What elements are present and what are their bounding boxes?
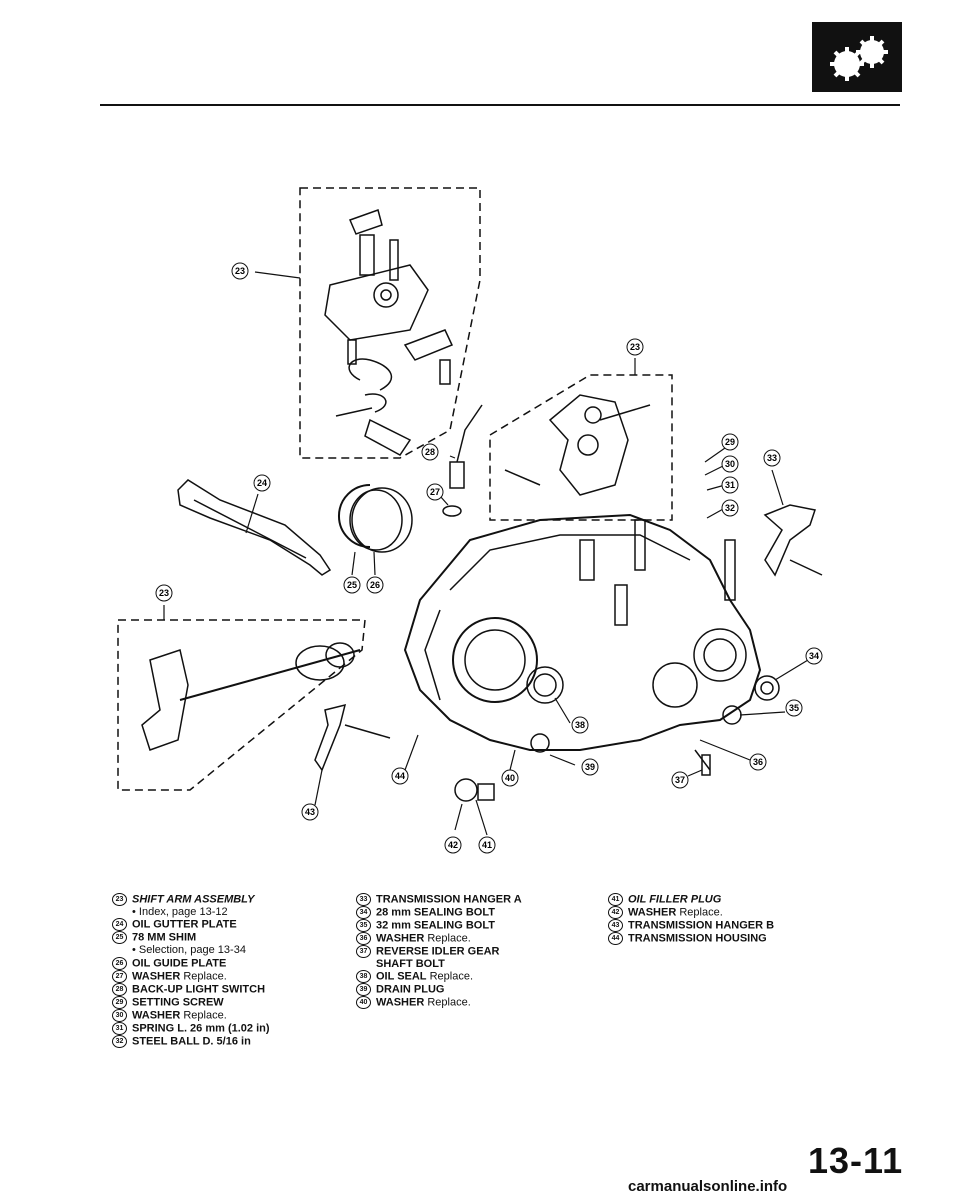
svg-text:41: 41	[482, 840, 492, 850]
callout-27: 27	[426, 483, 444, 501]
callout-42: 42	[444, 836, 462, 854]
svg-text:38: 38	[575, 720, 585, 730]
callout-25: 25	[343, 576, 361, 594]
svg-text:29: 29	[725, 437, 735, 447]
callout-31: 31	[721, 476, 739, 494]
svg-text:26: 26	[370, 580, 380, 590]
svg-text:31: 31	[725, 480, 735, 490]
svg-text:43: 43	[305, 807, 315, 817]
legend-note: • Selection, page 13-34	[132, 944, 246, 957]
callout-23-top: 23	[231, 262, 249, 280]
callout-28: 28	[421, 443, 439, 461]
svg-text:39: 39	[585, 762, 595, 772]
callout-39: 39	[581, 758, 599, 776]
svg-text:30: 30	[725, 459, 735, 469]
svg-text:33: 33	[767, 453, 777, 463]
watermark: carmanualsonline.info	[628, 1178, 788, 1195]
page-number: 13-11	[808, 1140, 904, 1181]
callout-40: 40	[501, 769, 519, 787]
callout-24: 24	[253, 474, 271, 492]
callout-44: 44	[391, 767, 409, 785]
callout-32: 32	[721, 499, 739, 517]
legend-item-37-continued: SHAFT BOLT	[376, 958, 445, 970]
transmission-exploded-diagram: 23 23 23 24 25 26 27 28 29 30 31 32 33 3…	[117, 187, 823, 854]
header-rule	[100, 104, 900, 106]
svg-text:27: 27	[430, 487, 440, 497]
svg-text:34: 34	[809, 651, 819, 661]
callout-36: 36	[749, 753, 767, 771]
svg-text:25: 25	[347, 580, 357, 590]
svg-text:23: 23	[235, 266, 245, 276]
legend-note: • Index, page 13-12	[132, 906, 228, 918]
callout-33: 33	[763, 449, 781, 467]
callout-37: 37	[671, 771, 689, 789]
svg-text:28: 28	[425, 447, 435, 457]
callout-38: 38	[571, 716, 589, 734]
svg-text:37: 37	[675, 775, 685, 785]
callout-35: 35	[785, 699, 803, 717]
svg-text:40: 40	[505, 773, 515, 783]
svg-text:36: 36	[753, 757, 763, 767]
svg-text:32: 32	[725, 503, 735, 513]
callout-23-left: 23	[155, 584, 173, 602]
callout-43: 43	[301, 803, 319, 821]
callout-23-right: 23	[626, 338, 644, 356]
callout-29: 29	[721, 433, 739, 451]
svg-text:42: 42	[448, 840, 458, 850]
svg-text:23: 23	[159, 588, 169, 598]
callout-34: 34	[805, 647, 823, 665]
svg-text:24: 24	[257, 478, 267, 488]
callout-26: 26	[366, 576, 384, 594]
svg-text:35: 35	[789, 703, 799, 713]
svg-text:23: 23	[630, 342, 640, 352]
transmission-gears-logo-icon	[812, 22, 902, 92]
svg-text:44: 44	[395, 771, 405, 781]
callout-30: 30	[721, 455, 739, 473]
callout-41: 41	[478, 836, 496, 854]
